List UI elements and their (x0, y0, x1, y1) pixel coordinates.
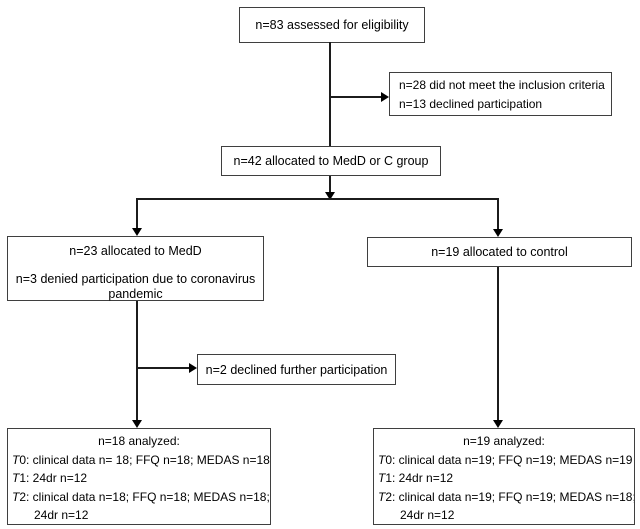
control-analyzed-t0: T0: clinical data n=19; FFQ n=19; MEDAS … (378, 451, 633, 470)
connector-to-declined (137, 367, 189, 369)
arrowhead-declined-icon (189, 363, 197, 373)
medd-analyzed-t2: T2: clinical data n=18; FFQ n=18; MEDAS … (12, 488, 270, 507)
t2-text: 2: clinical data n=18; FFQ n=18; MEDAS n… (19, 489, 270, 504)
t2-italic-label: T (12, 489, 20, 504)
connector-medd-to-analyzed (136, 301, 138, 420)
arrowhead-medd-analyzed-icon (132, 420, 142, 428)
connector-allocation-to-branch (329, 176, 331, 193)
control-analyzed-title: n=19 analyzed: (463, 434, 545, 448)
connector-eligibility-to-allocation (329, 42, 331, 146)
arrowhead-control-icon (493, 229, 503, 237)
connector-branch-to-medd (136, 199, 138, 229)
medd-analyzed-box: n=18 analyzed: T0: clinical data n= 18; … (7, 428, 271, 525)
exclusion-line-1: n=28 did not meet the inclusion criteria (399, 78, 605, 92)
arrowhead-branch-icon (325, 192, 335, 200)
branch-line (136, 198, 499, 200)
connector-control-to-analyzed (497, 267, 499, 420)
eligibility-box: n=83 assessed for eligibility (239, 7, 425, 43)
t0-text: 0: clinical data n=19; FFQ n=19; MEDAS n… (385, 452, 633, 467)
t1-text: 1: 24dr n=12 (385, 471, 454, 486)
t2-italic-label: T (378, 489, 386, 504)
exclusion-line-2: n=13 declined participation (399, 97, 543, 111)
medd-analyzed-t1: T1: 24dr n=12 (12, 469, 266, 488)
spacer (8, 259, 263, 272)
arrowhead-medd-icon (132, 228, 142, 236)
control-group-box: n=19 allocated to control (367, 237, 632, 267)
connector-to-exclusion (330, 96, 381, 98)
allocation-box: n=42 allocated to MedD or C group (221, 146, 441, 176)
medd-group-box: n=23 allocated to MedD n=3 denied partic… (7, 236, 264, 301)
exclusion-box: n=28 did not meet the inclusion criteria… (389, 72, 612, 116)
control-analyzed-t1: T1: 24dr n=12 (378, 469, 630, 488)
declined-further-text: n=2 declined further participation (205, 362, 388, 377)
control-analyzed-t2-continuation: 24dr n=12 (400, 508, 455, 523)
t1-text: 1: 24dr n=12 (19, 471, 88, 486)
t0-italic-label: T (378, 452, 386, 467)
t2-text: 2: clinical data n=19; FFQ n=19; MEDAS n… (385, 489, 635, 504)
allocation-text: n=42 allocated to MedD or C group (233, 154, 429, 168)
medd-analyzed-t2-continuation: 24dr n=12 (34, 508, 89, 523)
medd-analyzed-title: n=18 analyzed: (98, 434, 180, 448)
medd-analyzed-t0: T0: clinical data n= 18; FFQ n=18; MEDAS… (12, 451, 270, 470)
control-allocated-text: n=19 allocated to control (431, 245, 568, 259)
eligibility-text: n=83 assessed for eligibility (255, 18, 409, 32)
control-analyzed-box: n=19 analyzed: T0: clinical data n=19; F… (373, 428, 635, 525)
connector-branch-to-control (497, 199, 499, 230)
arrowhead-control-analyzed-icon (493, 420, 503, 428)
t0-italic-label: T (12, 452, 20, 467)
declined-further-box: n=2 declined further participation (197, 354, 396, 385)
t1-italic-label: T (378, 471, 386, 486)
arrowhead-exclusion-icon (381, 92, 389, 102)
control-analyzed-t2: T2: clinical data n=19; FFQ n=19; MEDAS … (378, 488, 634, 507)
t0-text: 0: clinical data n= 18; FFQ n=18; MEDAS … (19, 452, 270, 467)
medd-denied-text: n=3 denied participation due to coronavi… (15, 272, 256, 301)
medd-allocated-text: n=23 allocated to MedD (69, 244, 202, 258)
t1-italic-label: T (12, 471, 20, 486)
